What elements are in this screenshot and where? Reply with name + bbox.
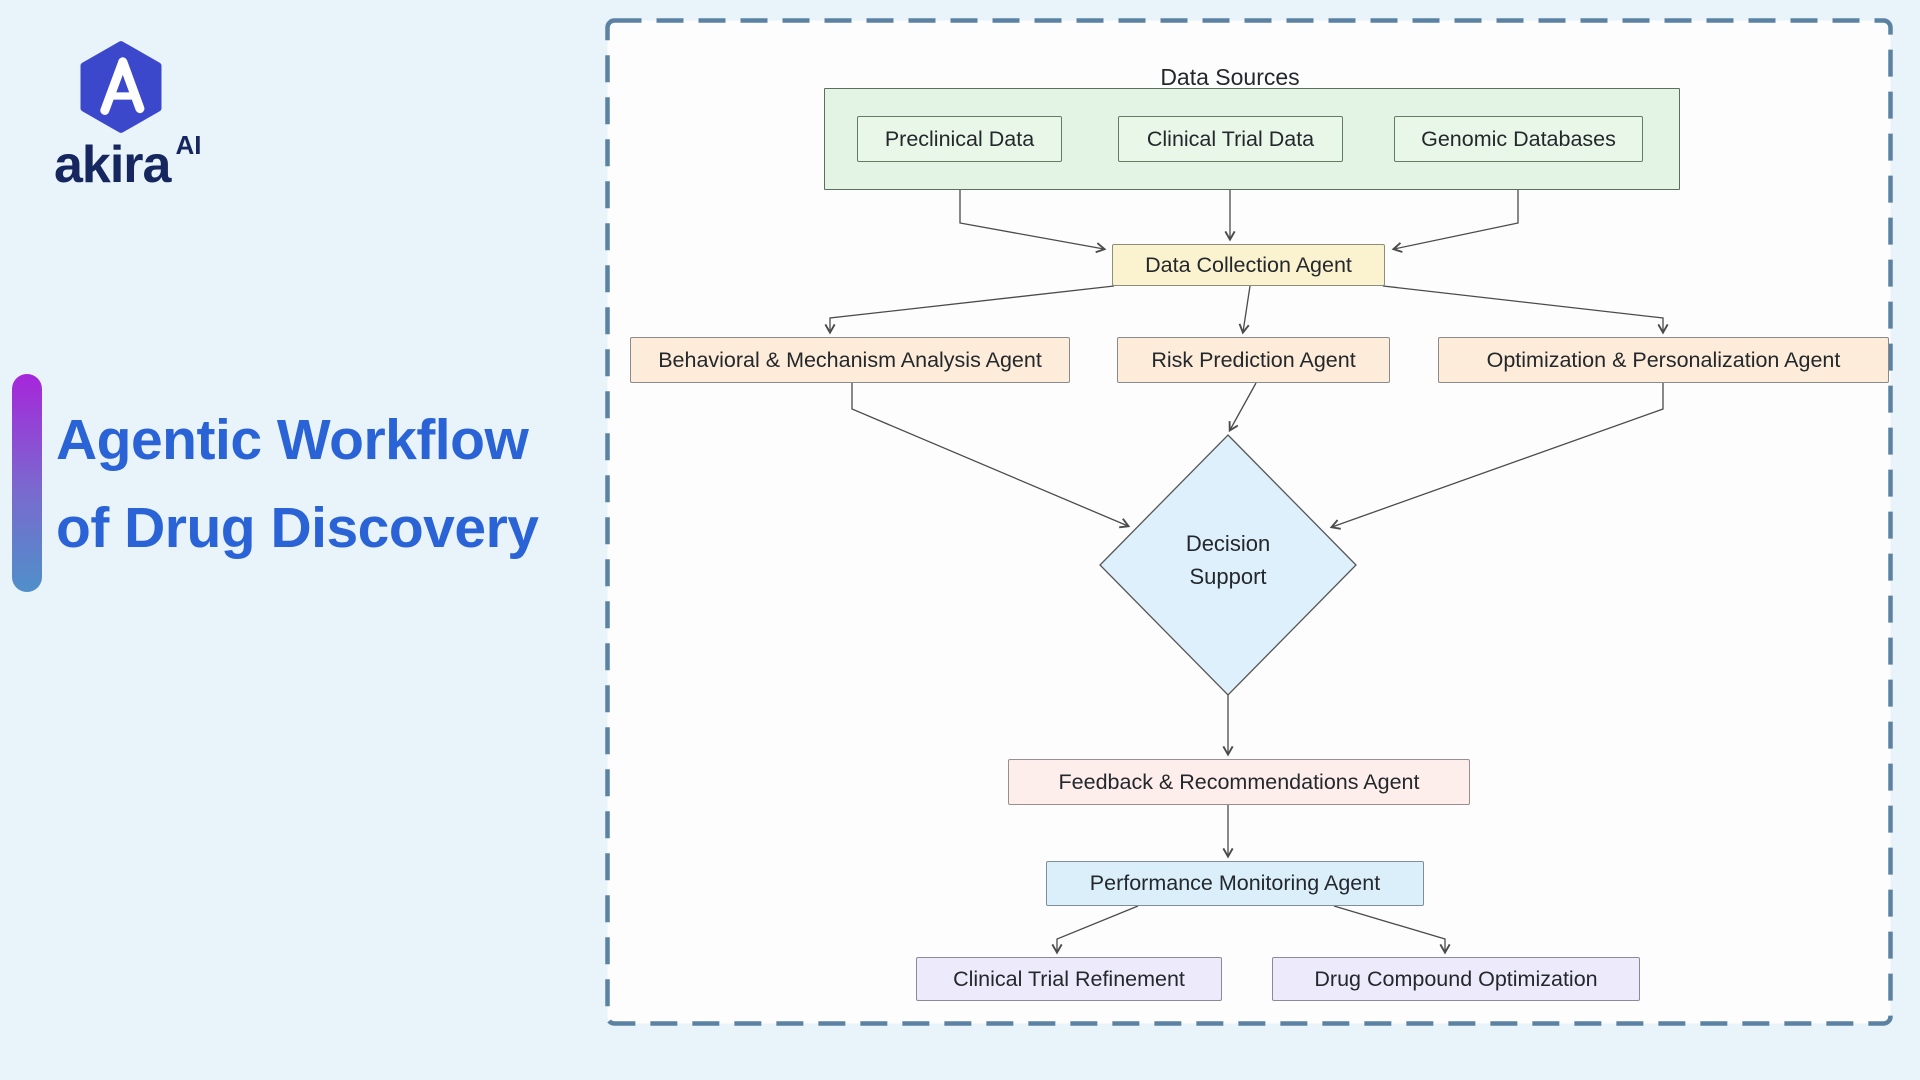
- decision-support-line1: Decision: [1185, 531, 1271, 556]
- accent-bar: [12, 374, 42, 592]
- connector-lines: [605, 18, 1893, 1026]
- node-risk-prediction-agent: Risk Prediction Agent: [1117, 337, 1390, 383]
- node-decision-support: Decision Support: [1128, 527, 1328, 593]
- node-behavioral-mechanism-analysis-agent: Behavioral & Mechanism Analysis Agent: [630, 337, 1070, 383]
- logo-hexagon: [80, 41, 162, 133]
- node-preclinical-data: Preclinical Data: [857, 116, 1062, 162]
- edge-performance-to-compound-optimization: [1333, 905, 1451, 955]
- node-data-collection-agent: Data Collection Agent: [1112, 244, 1385, 286]
- page-title-line2: of Drug Discovery: [56, 496, 539, 560]
- node-drug-compound-optimization: Drug Compound Optimization: [1272, 957, 1640, 1001]
- node-clinical-trial-refinement: Clinical Trial Refinement: [916, 957, 1222, 1001]
- decision-support-line2: Support: [1189, 564, 1267, 589]
- node-feedback-recommendations-agent: Feedback & Recommendations Agent: [1008, 759, 1470, 805]
- edge-collection-to-risk: [1238, 285, 1251, 335]
- edge-risk-to-decision: [1228, 382, 1257, 433]
- akira-logo-icon: [80, 41, 162, 133]
- page-title: Agentic Workflow of Drug Discovery: [56, 396, 576, 572]
- edge-behavioral-to-decision: [851, 383, 1131, 529]
- data-sources-label: Data Sources: [1160, 64, 1300, 90]
- brand-name: akira: [54, 136, 171, 194]
- edge-performance-to-trial-refinement: [1051, 905, 1139, 955]
- node-genomic-databases: Genomic Databases: [1394, 116, 1643, 162]
- brand-suffix: AI: [175, 130, 202, 160]
- diagram-panel: Data Sources Preclinical Data Clinical T…: [605, 18, 1893, 1026]
- node-clinical-trial-data: Clinical Trial Data: [1118, 116, 1343, 162]
- page-title-line1: Agentic Workflow: [56, 408, 529, 472]
- edge-collection-to-optimization: [1382, 285, 1669, 335]
- edge-optimization-to-decision: [1329, 383, 1664, 530]
- node-performance-monitoring-agent: Performance Monitoring Agent: [1046, 861, 1424, 906]
- node-optimization-personalization-agent: Optimization & Personalization Agent: [1438, 337, 1889, 383]
- edge-collection-to-behavioral: [824, 285, 1115, 335]
